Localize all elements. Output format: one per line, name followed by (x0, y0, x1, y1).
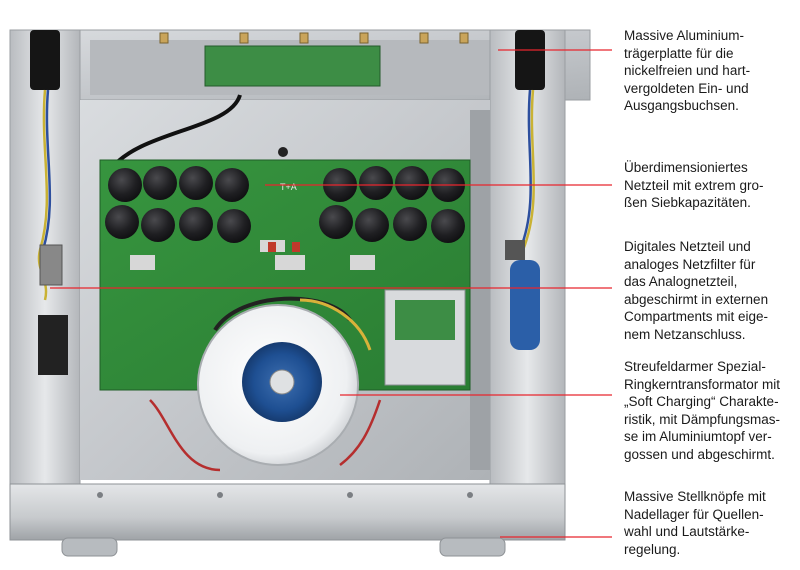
callout-text: wahl und Lautstärke- (624, 524, 750, 539)
callout-text: nickelfreien und hart- (624, 63, 751, 78)
callout-text: nem Netzanschluss. (624, 326, 746, 342)
callout-text: „Soft Charging“ Charakte- (624, 394, 779, 409)
callout-text: Ringkerntransformator mit (624, 376, 781, 392)
callout-knobs: Massive Stellknöpfe mit Nadellager für Q… (624, 488, 796, 558)
callout-text: vergoldeten Ein- und (624, 80, 749, 96)
svg-text:T+A: T+A (280, 182, 297, 192)
callout-text: das Analognetzteil, (624, 274, 738, 289)
callout-text: Streufeldarmer Spezial- (624, 359, 766, 374)
callout-text: abgeschirmt in externen (624, 291, 769, 307)
callout-text: Netzteil mit extrem gro- (624, 177, 764, 193)
callout-text: trägerplatte für die (624, 45, 734, 61)
callout-digital-psu: Digitales Netzteil und analoges Netzfilt… (624, 238, 796, 343)
callout-text: gossen und abgeschirmt. (624, 446, 775, 462)
callout-power-supply: Überdimensioniertes Netzteil mit extrem … (624, 159, 796, 212)
callout-text: ristik, mit Dämpfungsmas- (624, 411, 781, 427)
callout-text: Überdimensioniertes (624, 160, 748, 175)
callout-text: Ausgangsbuchsen. (624, 98, 739, 113)
callout-text: Massive Aluminium- (624, 28, 745, 43)
callout-text: Massive Stellknöpfe mit (624, 489, 766, 504)
callout-text: Nadellager für Quellen- (624, 506, 764, 522)
callout-text: Compartments mit eige- (624, 309, 769, 324)
callout-aluminium-plate: Massive Aluminium- trägerplatte für die … (624, 27, 796, 115)
callout-transformer: Streufeldarmer Spezial- Ringkerntransfor… (624, 358, 796, 463)
callout-text: analoges Netzfilter für (624, 256, 756, 272)
callout-lines (50, 49, 612, 538)
callout-text: se im Aluminiumtopf ver- (624, 429, 772, 444)
callout-text: regelung. (624, 541, 681, 557)
callout-text: Digitales Netzteil und (624, 239, 751, 254)
callout-text: ßen Siebkapazitäten. (624, 195, 751, 210)
